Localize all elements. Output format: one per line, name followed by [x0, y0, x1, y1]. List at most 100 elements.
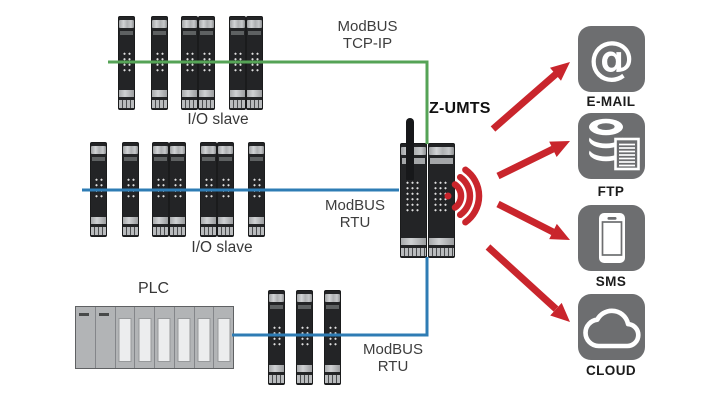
led-grid — [232, 50, 243, 72]
plc-vent — [98, 313, 109, 316]
smartphone-icon — [598, 213, 625, 263]
terminal-block — [201, 217, 216, 224]
io-module — [118, 16, 135, 110]
terminal-block — [119, 100, 134, 108]
terminal-block — [230, 100, 245, 108]
terminal-block — [298, 305, 311, 309]
email-icon-tile: @ — [578, 26, 645, 92]
bus-label-line: ModBUS — [337, 18, 398, 35]
led-grid — [201, 50, 212, 72]
plc-card — [138, 318, 152, 362]
led-grid — [154, 50, 165, 72]
terminal-block — [92, 157, 105, 161]
terminal-block — [325, 294, 340, 302]
terminal-block — [152, 100, 167, 108]
terminal-block — [199, 100, 214, 108]
terminal-block — [199, 90, 214, 97]
bus-label-line: ModBUS — [362, 341, 424, 358]
terminal-block — [91, 146, 106, 154]
terminal-block — [154, 157, 167, 161]
terminal-block — [401, 248, 426, 256]
terminal-block — [249, 217, 264, 224]
io-module — [198, 16, 215, 110]
terminal-block — [171, 157, 184, 161]
terminal-block — [219, 157, 232, 161]
terminal-block — [152, 90, 167, 97]
terminal-block — [202, 157, 215, 161]
io-slave-mid-label: I/O slave — [191, 239, 253, 256]
terminal-block — [247, 20, 262, 28]
plc-slot — [76, 307, 96, 368]
terminal-block — [153, 227, 168, 235]
io-module — [90, 142, 107, 237]
led-grid — [184, 50, 195, 72]
gateway-label: Z-UMTS — [429, 100, 491, 117]
plc-card — [118, 318, 132, 362]
terminal-block — [247, 100, 262, 108]
io-module — [200, 142, 217, 237]
bus-label-line: RTU — [377, 358, 409, 375]
io-module — [296, 290, 313, 385]
terminal-block — [249, 146, 264, 154]
terminal-block — [182, 100, 197, 108]
led-grid — [121, 50, 132, 72]
plc-label: PLC — [137, 280, 170, 297]
plc-slot — [116, 307, 136, 368]
arrow-to-email — [490, 62, 570, 132]
email-label: E-MAIL — [586, 94, 636, 109]
terminal-block — [218, 227, 233, 235]
terminal-block — [119, 90, 134, 97]
terminal-block — [170, 146, 185, 154]
terminal-block — [230, 90, 245, 97]
terminal-block — [199, 20, 214, 28]
database-icon — [588, 118, 640, 171]
terminal-block — [325, 365, 340, 372]
ftp-icon-tile — [578, 113, 645, 179]
terminal-block — [201, 146, 216, 154]
terminal-block — [247, 90, 262, 97]
terminal-block — [248, 31, 261, 35]
terminal-block — [250, 157, 263, 161]
sms-label: SMS — [595, 274, 627, 289]
modbus-tcpip-label: ModBUS TCP-IP — [320, 18, 415, 52]
terminal-block — [123, 146, 138, 154]
terminal-block — [218, 146, 233, 154]
terminal-block — [153, 217, 168, 224]
terminal-block — [297, 375, 312, 383]
terminal-block — [91, 227, 106, 235]
terminal-block — [230, 20, 245, 28]
terminal-block — [401, 238, 426, 245]
io-module — [122, 142, 139, 237]
io-slave-top-label: I/O slave — [187, 111, 249, 128]
led-grid — [172, 176, 183, 199]
terminal-block — [123, 227, 138, 235]
terminal-block — [429, 147, 454, 155]
terminal-block — [297, 365, 312, 372]
terminal-block — [201, 227, 216, 235]
plc-card — [177, 318, 191, 362]
sms-icon-tile — [578, 205, 645, 271]
terminal-block — [182, 20, 197, 28]
terminal-block — [249, 227, 264, 235]
plc-slot — [214, 307, 233, 368]
io-module — [324, 290, 341, 385]
gateway-module — [428, 143, 455, 258]
arrow-to-sms — [496, 200, 570, 240]
terminal-block — [270, 305, 283, 309]
terminal-block — [153, 31, 166, 35]
led-grid — [249, 50, 260, 72]
led-grid — [299, 324, 310, 347]
terminal-block — [153, 146, 168, 154]
plc-slot — [96, 307, 116, 368]
plc-vent — [79, 313, 89, 316]
plc-slot — [175, 307, 195, 368]
terminal-block — [170, 227, 185, 235]
plc-slot — [195, 307, 215, 368]
plc-card — [217, 318, 231, 362]
cloud-icon — [582, 308, 641, 349]
modbus-rtu-mid-label: ModBUS RTU — [312, 197, 398, 231]
terminal-block — [297, 294, 312, 302]
plc-card — [197, 318, 211, 362]
terminal-block — [269, 365, 284, 372]
